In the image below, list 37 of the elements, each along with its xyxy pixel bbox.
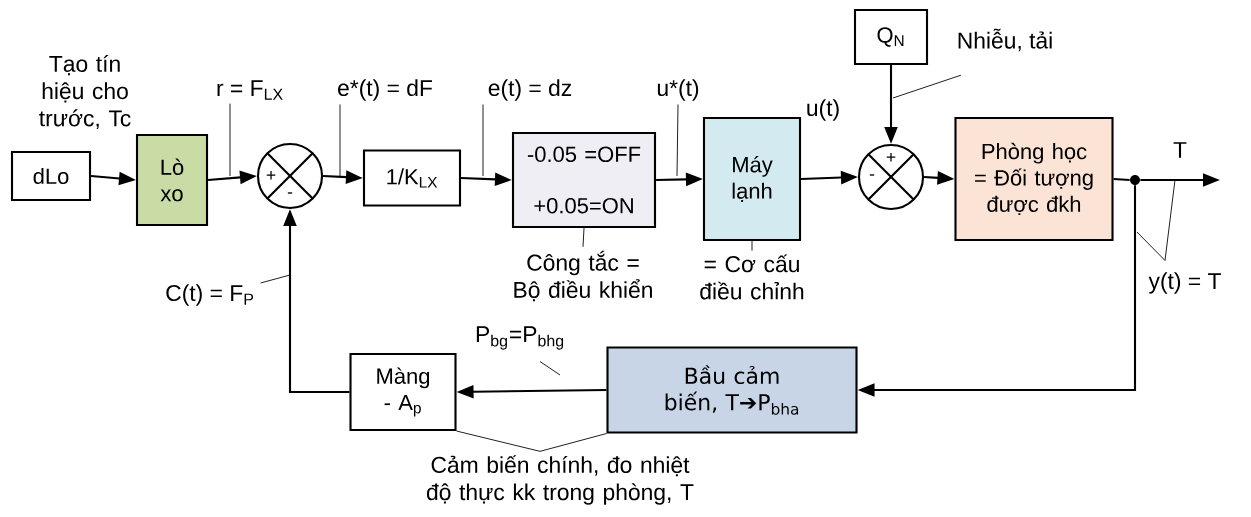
- leader-line: [260, 274, 291, 284]
- block-box: Màng - A$_{p}$: [349, 352, 457, 432]
- signal-label: e(t) = dz: [488, 79, 572, 101]
- caption-text: Tạo tín hiệu cho trước, Tc: [39, 54, 131, 130]
- leader-line: [1136, 231, 1166, 261]
- plant-box: Phòng học = Đối tượng được đkh: [954, 116, 1114, 242]
- block-box: 1/K$_{LX}$: [362, 149, 462, 207]
- leader-line: [539, 361, 561, 376]
- edge-label: T: [1171, 140, 1189, 160]
- leader-line: [1164, 179, 1176, 261]
- summing-junction: + -: [256, 142, 324, 210]
- annotation-text: Cảm biến chính, đo nhiệt độ thực kk trong phòng, T: [427, 455, 694, 505]
- leader-line: [582, 227, 585, 248]
- leader-line: [229, 103, 231, 177]
- signal-label: u(t): [807, 99, 839, 121]
- leader-line: [456, 430, 541, 452]
- switch-box: -0.05 =OFF +0.05=ON: [511, 131, 657, 229]
- signal-label: r = F$_{LX}$: [217, 80, 283, 100]
- signal-label: u*(t): [657, 79, 699, 101]
- block-box: dLo: [10, 150, 92, 202]
- signal-label: P$_{bg}$=P$_{bhg}$: [476, 326, 564, 350]
- leader-line: [482, 104, 484, 177]
- annotation-text: Nhiễu, tải: [958, 28, 1052, 52]
- summing-junction: + -: [857, 143, 925, 211]
- signal-label: y(t) = T: [1148, 272, 1221, 294]
- signal-label: C(t) = F$_{P}$: [166, 284, 254, 306]
- disturbance-box: Q$_{N}$: [853, 8, 929, 66]
- signal-label: e*(t) = dF: [338, 79, 432, 101]
- leader-line: [539, 433, 607, 452]
- leader-line: [676, 104, 679, 177]
- annotation-text: = Cơ cấu điều chỉnh: [700, 254, 804, 300]
- leader-line: [892, 74, 962, 99]
- actuator-box: Máy lạnh: [702, 116, 802, 242]
- leader-line: [751, 240, 753, 252]
- sensor-box: Bầu cảm biến, T➔P$_{bha}$: [606, 346, 858, 434]
- annotation-text: Công tắc = Bộ điều khiển: [514, 250, 652, 302]
- leader-line: [339, 104, 341, 177]
